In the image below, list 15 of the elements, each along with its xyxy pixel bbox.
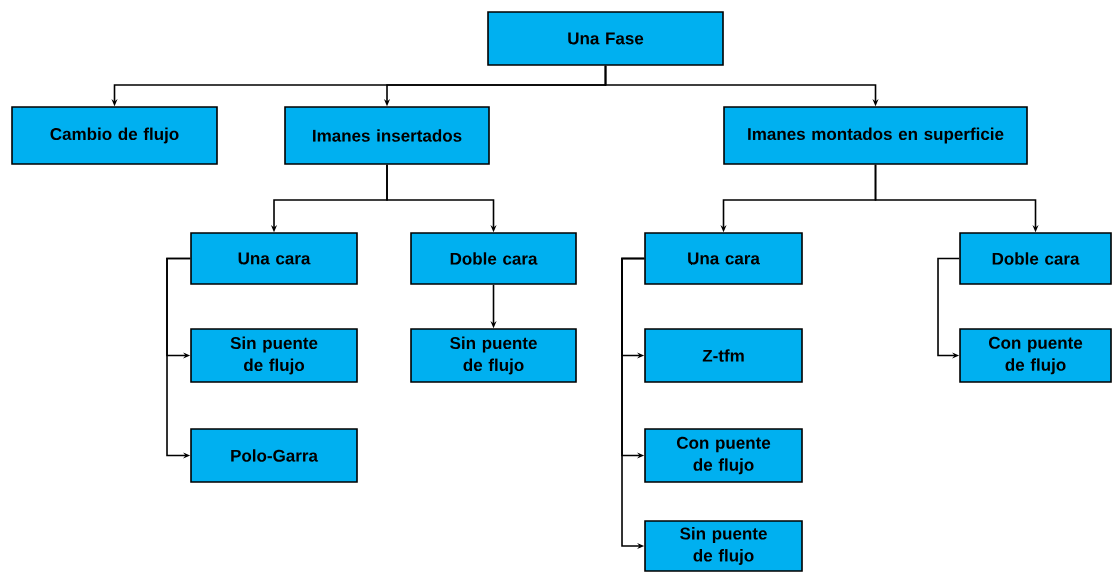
process-box: Doble cara — [410, 232, 577, 285]
process-box: Doble cara — [959, 232, 1112, 285]
process-box: Sin puente de flujo — [190, 328, 358, 383]
process-box: Sin puente de flujo — [410, 328, 577, 383]
process-box: Z-tfm — [644, 328, 803, 383]
process-box: Con puente de flujo — [644, 428, 803, 483]
process-box: Cambio de flujo — [11, 106, 218, 165]
process-box: Imanes montados en superficie — [723, 106, 1028, 165]
process-box: Polo-Garra — [190, 428, 358, 483]
process-box: Sin puente de flujo — [644, 520, 803, 572]
process-box: Una Fase — [487, 11, 724, 66]
process-box: Una cara — [644, 232, 803, 285]
process-box: Con puente de flujo — [959, 328, 1112, 383]
process-box: Una cara — [190, 232, 358, 285]
process-box: Imanes insertados — [284, 106, 490, 165]
